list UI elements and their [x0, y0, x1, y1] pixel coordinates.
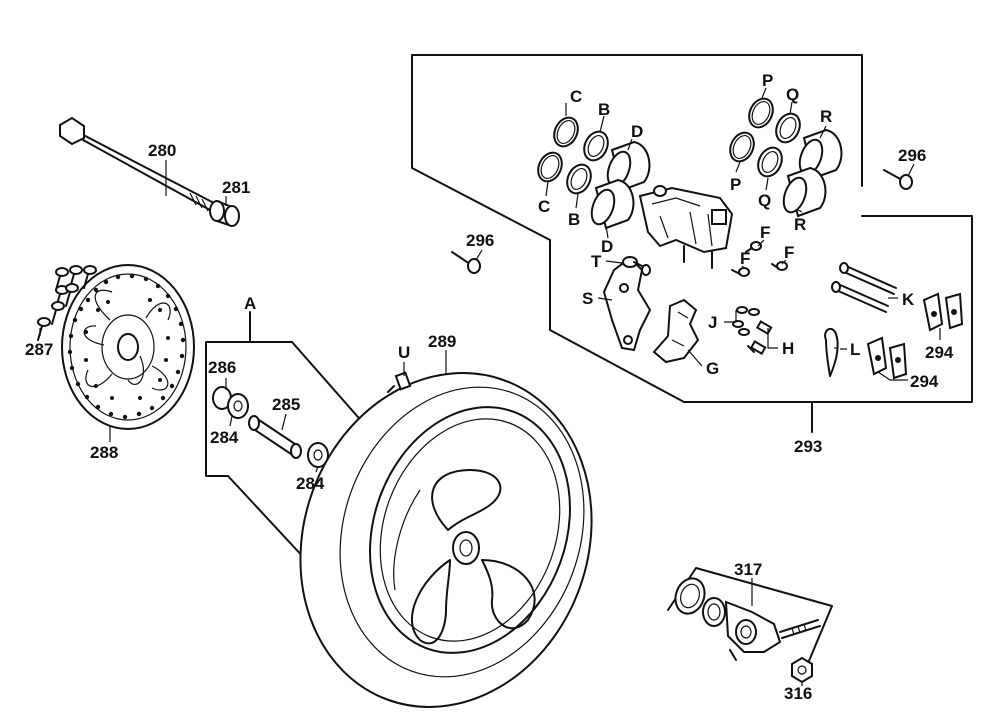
- pads-294-lower: [866, 336, 908, 380]
- callout-labels: 280 281 287 288 A 286 284 285 284 U 289 …: [25, 71, 954, 703]
- label-c-bottom: C: [538, 197, 550, 216]
- label-l: L: [850, 340, 860, 359]
- label-287: 287: [25, 340, 53, 359]
- wheel-289: [299, 372, 593, 708]
- label-c-top: C: [570, 87, 582, 106]
- label-k: K: [902, 290, 915, 309]
- label-280: 280: [148, 141, 176, 160]
- label-r-top: R: [820, 107, 832, 126]
- label-288: 288: [90, 443, 118, 462]
- spacer-285: [248, 415, 302, 459]
- label-285: 285: [272, 395, 300, 414]
- label-a: A: [244, 294, 256, 313]
- collar-281: [209, 200, 240, 227]
- label-316: 316: [784, 684, 812, 703]
- label-294-lower: 294: [910, 372, 939, 391]
- label-p-bottom: P: [730, 175, 741, 194]
- label-317: 317: [734, 560, 762, 579]
- clips-j-h: [732, 306, 773, 355]
- label-u: U: [398, 343, 410, 362]
- label-d-bottom: D: [601, 237, 613, 256]
- bolt-296-right: [883, 169, 913, 190]
- label-284-right: 284: [296, 474, 325, 493]
- label-284-left: 284: [210, 428, 239, 447]
- bearings-286-284: [212, 386, 249, 419]
- seals-p-q-pistons-r: [729, 97, 843, 218]
- label-294-upper: 294: [925, 343, 954, 362]
- label-p-top: P: [762, 71, 773, 90]
- axle-280: [59, 116, 213, 212]
- label-289: 289: [428, 332, 456, 351]
- label-b-bottom: B: [568, 210, 580, 229]
- label-j: J: [708, 313, 717, 332]
- spring-l: [824, 327, 839, 377]
- bolts-f: [731, 241, 788, 277]
- caliper-assembly-outline: [411, 54, 973, 403]
- group-a-outline: [205, 341, 373, 561]
- label-296-right: 296: [898, 146, 926, 165]
- label-f-1: F: [760, 223, 770, 242]
- pin-t: [622, 256, 651, 276]
- bearing-284b: [307, 442, 329, 468]
- label-q-bottom: Q: [758, 191, 771, 210]
- label-r-bottom: R: [794, 215, 806, 234]
- brake-disc-288: [61, 264, 195, 430]
- label-f-3: F: [784, 243, 794, 262]
- disc-bolts-287: [37, 265, 97, 341]
- bracket-s: [602, 256, 652, 352]
- nut-316: [791, 656, 813, 684]
- seals-c-b-pistons-d: [537, 116, 651, 230]
- label-296-left: 296: [466, 231, 494, 250]
- caliper-body: [638, 185, 734, 269]
- speedo-drive-317: [667, 567, 833, 669]
- label-281: 281: [222, 178, 250, 197]
- spring-g: [652, 298, 700, 364]
- label-b-top: B: [598, 100, 610, 119]
- leader-lines: [39, 87, 941, 686]
- label-f-2: F: [740, 249, 750, 268]
- label-286: 286: [208, 358, 236, 377]
- label-g: G: [706, 359, 719, 378]
- label-293: 293: [794, 437, 822, 456]
- label-h: H: [782, 339, 794, 358]
- valve-u: [387, 371, 412, 393]
- pads-294-upper: [922, 292, 964, 332]
- label-s: S: [582, 289, 593, 308]
- label-t: T: [591, 252, 602, 271]
- label-q-top: Q: [786, 85, 799, 104]
- pins-k: [831, 262, 897, 313]
- bolt-296-left: [451, 251, 481, 274]
- label-d-top: D: [631, 122, 643, 141]
